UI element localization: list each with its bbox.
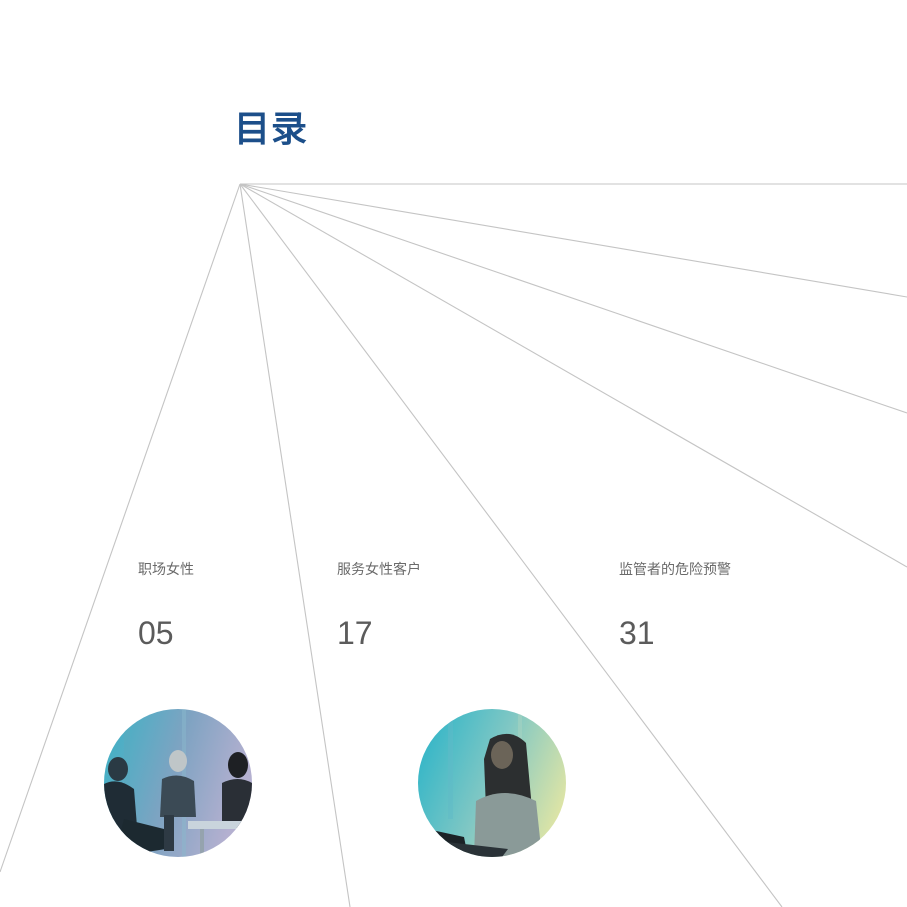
toc-entry-regulator-warnings[interactable]: 监管者的危险预警 31 [619,561,731,651]
photo-meeting-group [104,709,252,857]
toc-entry-page-number: 17 [337,615,373,651]
photo-smiling-woman-image [418,709,566,857]
page-title: 目录 [234,109,309,150]
toc-entry-page-number: 31 [619,615,655,651]
toc-entry-women-in-workplace[interactable]: 职场女性 05 [138,561,194,651]
toc-entry-label: 服务女性客户 [337,562,421,578]
toc-entry-label: 职场女性 [138,562,194,578]
toc-entry-page-number: 05 [138,615,174,651]
photo-meeting-group-image [104,709,252,857]
photo-smiling-woman [418,709,566,857]
toc-entry-label: 监管者的危险预警 [619,562,731,578]
toc-entry-serving-women-clients[interactable]: 服务女性客户 17 [337,561,421,651]
